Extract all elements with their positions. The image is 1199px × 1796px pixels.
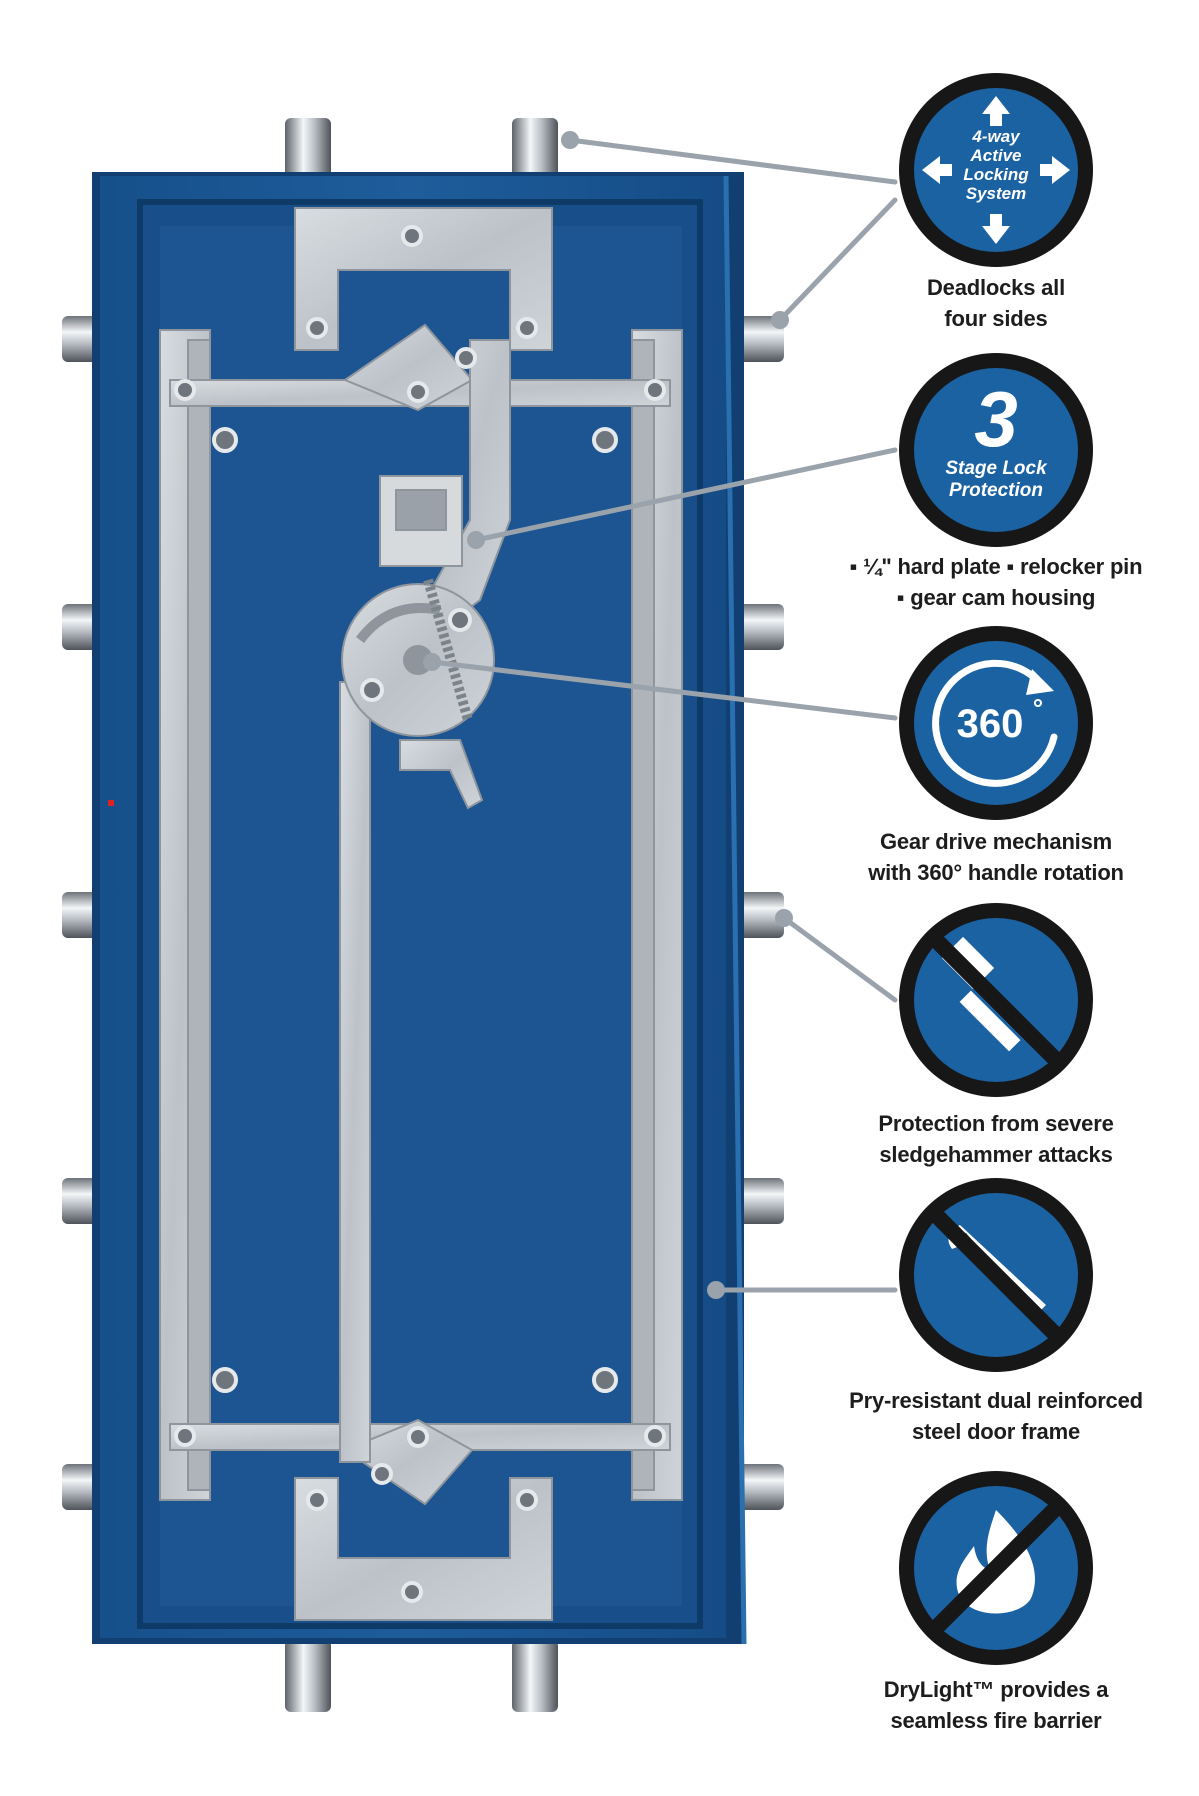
- bolt-top-right: [512, 118, 558, 186]
- leader-dots: [423, 131, 793, 1299]
- badge1-line2: Active: [969, 146, 1021, 165]
- caption-gear-drive: Gear drive mechanism with 360° handle ro…: [816, 826, 1176, 888]
- bolt-top-left: [285, 118, 331, 186]
- caption-fire-barrier: DryLight™ provides a seamless fire barri…: [816, 1674, 1176, 1736]
- caption2-line2: ▪ gear cam housing: [896, 585, 1096, 610]
- badge1-line3: Locking: [963, 165, 1029, 184]
- badge1-line4: System: [966, 184, 1026, 203]
- badge3-degree: °: [1033, 693, 1043, 723]
- caption5-line2: steel door frame: [912, 1419, 1080, 1444]
- bolt-bottom-right: [512, 1640, 558, 1712]
- caption5-line1: Pry-resistant dual reinforced: [849, 1388, 1143, 1413]
- caption4-line2: sledgehammer attacks: [879, 1142, 1113, 1167]
- badge3-label: 360: [957, 702, 1024, 746]
- no-pry-bar-icon: [899, 1178, 1093, 1372]
- caption-pry-resistant: Pry-resistant dual reinforced steel door…: [816, 1385, 1176, 1447]
- badge2-number: 3: [974, 375, 1017, 463]
- caption-stage-lock: ▪ ¼" hard plate ▪ relocker pin ▪ gear ca…: [816, 551, 1176, 613]
- caption1-line1: Deadlocks all: [926, 275, 1066, 300]
- caption6-line2: seamless fire barrier: [890, 1708, 1102, 1733]
- four-way-arrows-icon: 4-way Active Locking System: [899, 73, 1093, 267]
- rotation-360-icon: 360 °: [899, 626, 1093, 820]
- caption3-line1: Gear drive mechanism: [879, 829, 1112, 854]
- caption2-line1: ▪ ¼" hard plate ▪ relocker pin: [849, 554, 1143, 579]
- badge1-line1: 4-way: [971, 127, 1021, 146]
- caption-sledgehammer: Protection from severe sledgehammer atta…: [816, 1108, 1176, 1170]
- caption6-line1: DryLight™ provides a: [883, 1677, 1109, 1702]
- locking-mechanism: [159, 207, 683, 1621]
- no-fire-icon: [899, 1471, 1093, 1665]
- badge2-line1: Stage Lock: [945, 458, 1048, 479]
- caption4-line1: Protection from severe: [878, 1111, 1114, 1136]
- three-stage-icon: 3 Stage Lock Protection: [899, 353, 1093, 547]
- drive-rod: [339, 681, 371, 1463]
- leader-lines: [429, 137, 898, 1293]
- no-sledgehammer-icon: [899, 903, 1093, 1097]
- badge2-line2: Protection: [949, 480, 1043, 501]
- caption1-line2: four sides: [944, 306, 1048, 331]
- caption3-line2: with 360° handle rotation: [868, 860, 1124, 885]
- caption-deadlocks: Deadlocks all four sides: [816, 272, 1176, 334]
- rivets: [174, 225, 666, 1603]
- bolt-bottom-left: [285, 1640, 331, 1712]
